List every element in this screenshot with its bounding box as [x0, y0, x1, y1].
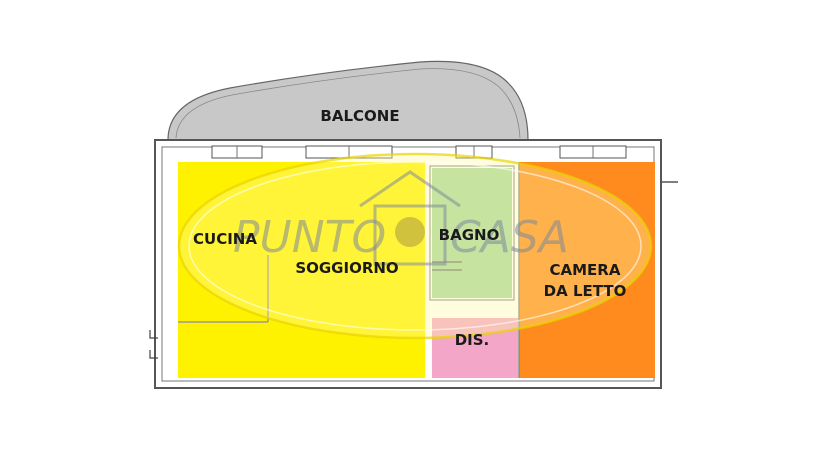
door-marks — [149, 330, 158, 359]
watermark-text-left: PUNTO — [233, 212, 386, 263]
outer-wall — [154, 139, 662, 389]
label-camera-line2: DA LETTO — [544, 282, 627, 300]
label-cucina: CUCINA — [193, 230, 257, 248]
label-bagno: BAGNO — [439, 226, 500, 244]
cucina-area — [178, 162, 268, 322]
balcone-inner-rail — [175, 68, 521, 139]
house-logo-icon — [359, 170, 461, 266]
label-camera-line1: CAMERA — [550, 261, 621, 279]
balcone-area — [167, 60, 529, 141]
label-dis: DIS. — [455, 331, 490, 349]
dis-area — [432, 318, 518, 378]
watermark-circle-icon — [395, 217, 425, 247]
label-balcone: BALCONE — [320, 107, 399, 125]
watermark-text-right: CASA — [450, 212, 569, 263]
watermark-oval-inner — [188, 161, 642, 331]
label-soggiorno: SOGGIORNO — [295, 259, 398, 277]
bagno-wall — [429, 165, 515, 301]
